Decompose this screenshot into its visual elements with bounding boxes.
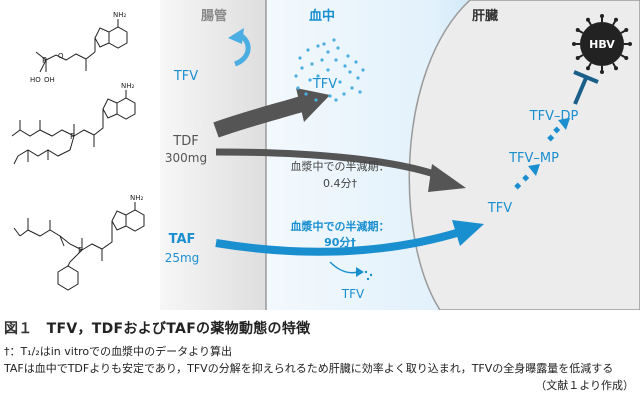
- tfv-dot: [316, 44, 320, 48]
- tfv-dot: [304, 92, 308, 96]
- taf-degrade-arrow: [329, 261, 359, 274]
- hbv-spike-tip: [586, 66, 590, 71]
- tfv-dot: [328, 94, 332, 98]
- taf-halflife-value: 90分†: [324, 235, 356, 249]
- tdf-main-arrow: [213, 95, 308, 138]
- hbv-spike-tip: [575, 56, 580, 60]
- liver-label: 肝臓: [472, 8, 498, 24]
- hbv-spike-tip: [600, 70, 604, 74]
- tfv-dot: [358, 90, 362, 94]
- hbv-spike-tip: [572, 42, 576, 46]
- figure-description: TAFは血中でTDFよりも安定であり，TFVの分解を抑えられるため肝臓に効率よく…: [4, 362, 614, 375]
- tfv-oh-atom: HO: [30, 76, 41, 84]
- taf-degrade-arrow-head: [356, 267, 364, 277]
- hbv-spike-tip: [586, 17, 590, 22]
- tfv-dot-cloud: [294, 38, 365, 102]
- tfv-dot: [348, 70, 352, 74]
- taf-degrade-dots: [364, 270, 373, 281]
- tfv-p-atom: P: [42, 56, 47, 65]
- taf-nh2: NH₂: [130, 194, 144, 202]
- tfv-dot: [334, 58, 338, 62]
- figure-caption-title: 図１ TFV，TDFおよびTAFの薬物動態の特徴: [4, 318, 636, 338]
- tfv-dot: [326, 68, 330, 72]
- taf-structure: [13, 202, 145, 291]
- hbv-virus-icon: [572, 14, 632, 74]
- liver-tfv-label: TFV: [487, 201, 512, 216]
- tfv-dot: [338, 80, 342, 84]
- tdf-p-atom: P: [70, 132, 75, 141]
- taf-halflife-label: 血漿中での半減期：: [291, 219, 390, 233]
- tfv-dot: [314, 98, 318, 102]
- tdf-liver-arrow-head: [428, 164, 466, 192]
- tdf-halflife-label: 血漿中での半減期：: [291, 159, 390, 173]
- tfv-blood-label: TFV: [312, 77, 337, 92]
- hbv-spike-tip: [575, 28, 580, 32]
- taf-main-arrow: [215, 228, 462, 256]
- tfv-dot: [336, 46, 340, 50]
- gut-label: 腸管: [201, 8, 227, 24]
- tfv-dot: [298, 56, 302, 60]
- figure-source: （文献１より作成）: [535, 379, 634, 392]
- tfv-dp-label: TFV–DP: [529, 109, 579, 124]
- blood-label: 血中: [309, 8, 335, 24]
- tfv-dot: [361, 68, 365, 72]
- tfv-dot: [346, 54, 350, 58]
- tfv-dot: [310, 62, 314, 66]
- tfv-dot: [354, 60, 358, 64]
- tfv-o-atom: O: [58, 52, 64, 60]
- tdf-dose: 300mg: [165, 151, 207, 165]
- tfv-dot: [326, 50, 330, 54]
- tfv-oh2-atom: OH: [44, 76, 55, 84]
- tfv-dot: [320, 58, 324, 62]
- tfv-dot: [356, 76, 360, 80]
- tdf-halflife-value: 0.4分†: [323, 177, 357, 190]
- tfv-dot: [316, 74, 320, 78]
- tfv-dot: [306, 48, 310, 52]
- figure-note: †：T₁/₂はin vitroでの血漿中のデータより算出: [4, 345, 232, 358]
- taf-main-arrow-head: [452, 220, 484, 246]
- taf-p-atom: P: [78, 246, 83, 255]
- tfv-dot: [296, 86, 300, 90]
- pharmacokinetics-diagram: 腸管 血中 肝臓 NH₂ P O HO OH N: [11, 0, 640, 310]
- hbv-spike-tip: [614, 17, 618, 22]
- tfv-dot: [308, 78, 312, 82]
- tfv-dot: [350, 86, 354, 90]
- tfv-dot: [294, 74, 298, 78]
- tdf-main-arrow-head: [296, 88, 330, 122]
- hbv-spike-tip: [628, 42, 632, 46]
- inhibition-bar: [573, 70, 599, 84]
- tfv-dot: [343, 64, 347, 68]
- figure-title: TFV，TDFおよびTAFの薬物動態の特徴: [46, 321, 311, 337]
- tfv-dot: [332, 38, 336, 42]
- figure-number: 図１: [4, 321, 33, 337]
- taf-dose: 25mg: [165, 251, 200, 265]
- taf-name: TAF: [169, 232, 196, 247]
- tfv-dot: [300, 66, 304, 70]
- tfv-dot: [342, 92, 346, 96]
- mp-to-dp-arrow: [547, 118, 570, 142]
- tfv-gut-label: TFV: [173, 69, 198, 84]
- hbv-spike-tip: [600, 14, 604, 18]
- tfv-small-label: TFV: [341, 287, 365, 301]
- hbv-spike-tip: [624, 56, 629, 60]
- hbv-spike-tip: [614, 66, 618, 71]
- tfv-structure: [35, 19, 128, 73]
- tfv-to-mp-arrow: [514, 164, 540, 190]
- hbv-spike-tip: [624, 28, 629, 32]
- tdf-structure: [11, 90, 136, 165]
- tdf-liver-arrow: [215, 148, 442, 180]
- tfv-return-arrow-head: [228, 28, 244, 44]
- tfv-mp-label: TFV–MP: [508, 151, 559, 166]
- inhibition-line: [573, 77, 588, 105]
- tfv-dot: [334, 98, 338, 102]
- tdf-name: TDF: [172, 134, 198, 149]
- tdf-nh2: NH₂: [121, 82, 135, 90]
- hbv-label: HBV: [589, 38, 615, 51]
- tfv-dot: [322, 42, 326, 46]
- tfv-nh2: NH₂: [113, 11, 127, 19]
